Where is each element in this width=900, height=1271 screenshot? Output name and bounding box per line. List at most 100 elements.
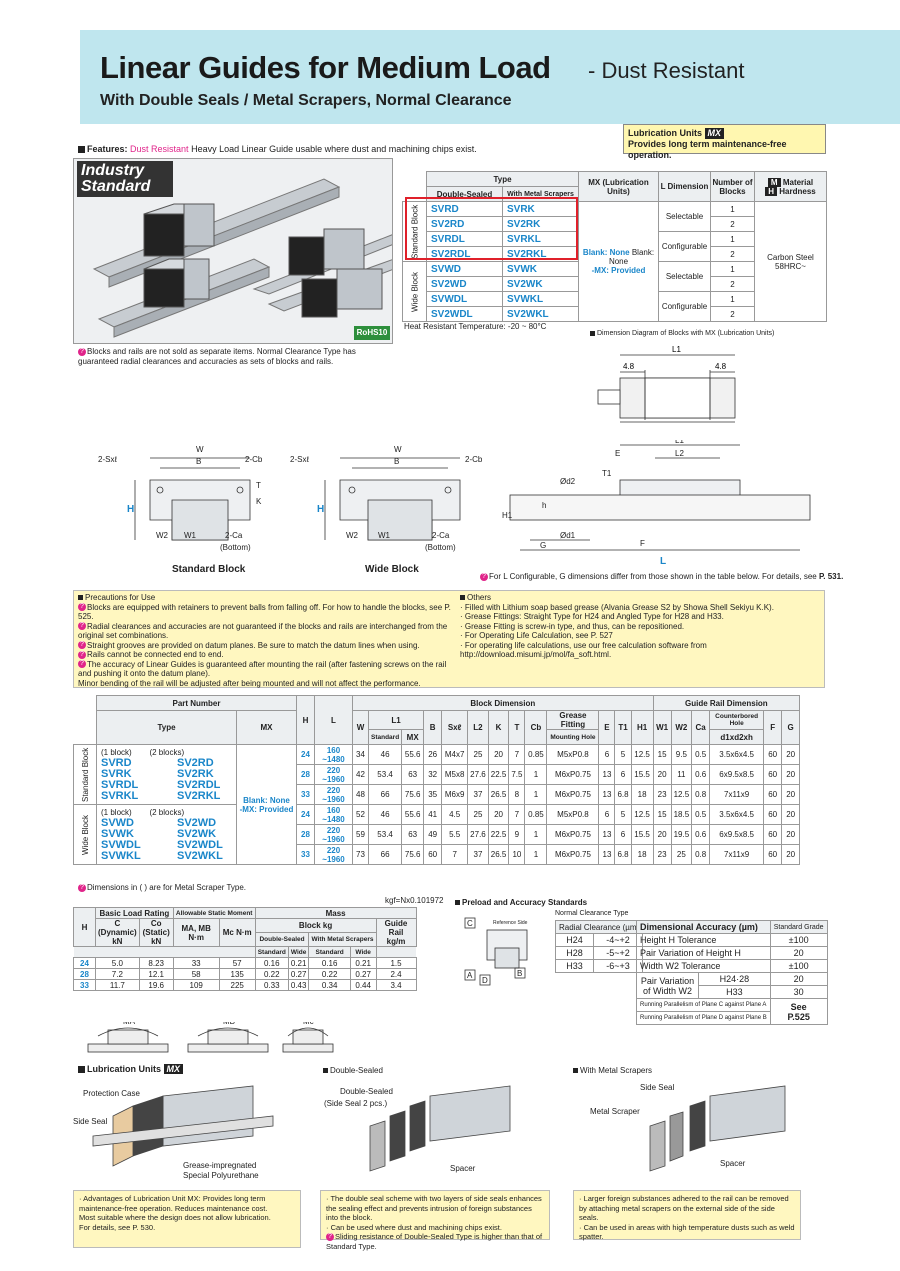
svg-text:L: L bbox=[660, 556, 666, 567]
note-sold-separately: ?Blocks and rails are not sold as separa… bbox=[78, 347, 356, 366]
lubrication-units-box: Lubrication Units MX Provides long term … bbox=[623, 124, 826, 160]
features-text: Heavy Load Linear Guide usable where dus… bbox=[191, 144, 477, 154]
badge-line1: Industry bbox=[81, 162, 145, 179]
highlight-box-standard bbox=[405, 197, 578, 260]
svg-text:B: B bbox=[394, 457, 399, 466]
svg-text:2-Sxℓ: 2-Sxℓ bbox=[290, 455, 309, 464]
metal-scrapers-title: With Metal Scrapers bbox=[573, 1066, 652, 1075]
svg-text:(Bottom): (Bottom) bbox=[425, 543, 456, 552]
svg-text:F: F bbox=[640, 539, 645, 548]
header-banner bbox=[80, 30, 900, 124]
svg-text:Ød1: Ød1 bbox=[560, 531, 576, 540]
svg-text:4.8: 4.8 bbox=[623, 362, 635, 371]
rohs-badge: RoHS10 bbox=[354, 326, 390, 340]
double-sealed-notes-box: · The double seal scheme with two layers… bbox=[320, 1190, 550, 1251]
svg-text:Double-Sealed: Double-Sealed bbox=[340, 1087, 393, 1096]
svg-text:L2: L2 bbox=[675, 449, 684, 458]
svg-text:H: H bbox=[127, 504, 134, 515]
radial-clearance-table: Radial Clearance (µm) H24-4~+2 H28-5~+2 … bbox=[554, 920, 644, 973]
svg-text:Side Seal: Side Seal bbox=[73, 1117, 107, 1126]
features-label: Features: bbox=[87, 144, 128, 154]
page-title-suffix: - Dust Resistant bbox=[588, 58, 745, 83]
mx-badge: MX bbox=[704, 128, 725, 139]
svg-text:MA: MA bbox=[123, 1022, 136, 1026]
block-dimension-diagrams: H H L 2-Sxℓ W B 2-Cb T K W2 W1 2-Ca (Bot… bbox=[98, 440, 811, 575]
heat-temperature: Heat Resistant Temperature: -20 ~ 80°C bbox=[404, 322, 547, 331]
bullet-square-icon bbox=[78, 146, 85, 154]
svg-text:W1: W1 bbox=[184, 531, 197, 540]
svg-text:E: E bbox=[615, 449, 620, 458]
features-highlight: Dust Resistant bbox=[130, 144, 189, 154]
svg-text:MB: MB bbox=[223, 1022, 235, 1026]
page-subtitle: With Double Seals / Metal Scrapers, Norm… bbox=[100, 92, 512, 109]
svg-text:Mc: Mc bbox=[303, 1022, 314, 1026]
svg-text:Standard Block: Standard Block bbox=[172, 564, 246, 575]
preload-diagram: C A D B Reference Side bbox=[464, 917, 528, 986]
svg-text:Spacer: Spacer bbox=[720, 1159, 746, 1168]
dimension-note: ?Dimensions in ( ) are for Metal Scraper… bbox=[78, 883, 246, 892]
moment-diagrams: MA MB Mc bbox=[87, 1022, 334, 1053]
svg-text:T1: T1 bbox=[602, 469, 612, 478]
svg-text:B: B bbox=[517, 969, 522, 978]
mx-dimension-diagram: L1 4.8 4.8 bbox=[597, 345, 736, 423]
svg-text:T: T bbox=[256, 481, 261, 490]
page-title: Linear Guides for Medium Load bbox=[100, 50, 551, 85]
svg-text:K: K bbox=[256, 497, 262, 506]
svg-text:Spacer: Spacer bbox=[450, 1164, 476, 1173]
svg-text:(Side Seal 2 pcs.): (Side Seal 2 pcs.) bbox=[324, 1099, 387, 1108]
svg-text:W1: W1 bbox=[378, 531, 391, 540]
svg-text:W2: W2 bbox=[346, 531, 359, 540]
lub-unit-illustration: Protection Case Side Seal Grease-impregn… bbox=[73, 1085, 274, 1180]
svg-text:C: C bbox=[467, 919, 473, 928]
svg-text:h: h bbox=[542, 501, 546, 510]
svg-text:D: D bbox=[482, 976, 488, 985]
svg-text:A: A bbox=[467, 971, 473, 980]
lub-units-section-title: Lubrication Units MX bbox=[78, 1064, 184, 1074]
svg-text:(Bottom): (Bottom) bbox=[220, 543, 251, 552]
question-icon: ? bbox=[78, 347, 86, 356]
bullet-square-icon bbox=[590, 330, 595, 336]
svg-text:G: G bbox=[540, 541, 546, 550]
linear-guide-illustration bbox=[92, 178, 392, 338]
svg-text:Ød2: Ød2 bbox=[560, 477, 576, 486]
svg-text:L1: L1 bbox=[672, 345, 681, 354]
double-sealed-title: Double-Sealed bbox=[323, 1066, 383, 1075]
svg-text:Wide Block: Wide Block bbox=[365, 564, 419, 575]
lub-desc: Provides long term maintenance-free oper… bbox=[628, 139, 787, 160]
kgf-note: kgf=Nx0.101972 bbox=[385, 896, 444, 905]
precautions-box bbox=[73, 590, 825, 688]
svg-text:Side Seal: Side Seal bbox=[640, 1083, 674, 1092]
preload-title: Preload and Accuracy Standards bbox=[455, 898, 587, 907]
svg-text:L1: L1 bbox=[675, 440, 684, 445]
svg-text:Metal Scraper: Metal Scraper bbox=[590, 1107, 640, 1116]
lub-title: Lubrication Units bbox=[628, 128, 702, 138]
svg-text:2-Sxℓ: 2-Sxℓ bbox=[98, 455, 117, 464]
svg-text:Special Polyurethane: Special Polyurethane bbox=[183, 1171, 259, 1180]
features-line: Features: Dust Resistant Heavy Load Line… bbox=[78, 144, 477, 154]
others-list: Others · Filled with Lithium soap based … bbox=[460, 593, 774, 659]
precautions-list: Precautions for Use ?Blocks are equipped… bbox=[78, 593, 451, 688]
diag-mx-title: Dimension Diagram of Blocks with MX (Lub… bbox=[590, 330, 774, 337]
badge-line2: Standard bbox=[81, 178, 151, 195]
svg-text:2-Cb: 2-Cb bbox=[465, 455, 483, 464]
svg-text:Grease-impregnated: Grease-impregnated bbox=[183, 1161, 256, 1170]
svg-text:W: W bbox=[196, 445, 204, 454]
question-icon: ? bbox=[480, 572, 488, 581]
normal-clearance-label: Normal Clearance Type bbox=[555, 910, 629, 917]
industry-standard-badge: Industry Standard bbox=[77, 161, 173, 197]
svg-text:2-Ca: 2-Ca bbox=[432, 531, 450, 540]
accuracy-table: Dimensional Accuracy (µm)Standard Grade … bbox=[636, 920, 828, 1025]
part-number-table: Part Number H L Block Dimension Guide Ra… bbox=[73, 695, 801, 865]
svg-text:H: H bbox=[317, 504, 324, 515]
lub-advantages-box: · Advantages of Lubrication Unit MX: Pro… bbox=[73, 1190, 301, 1248]
metal-scraper-notes-box: · Larger foreign substances adhered to t… bbox=[573, 1190, 801, 1241]
svg-text:Reference Side: Reference Side bbox=[493, 920, 528, 926]
svg-text:B: B bbox=[196, 457, 201, 466]
svg-text:2-Ca: 2-Ca bbox=[225, 531, 243, 540]
load-rating-table: H Basic Load Rating Allowable Static Mom… bbox=[73, 907, 417, 991]
svg-text:Protection Case: Protection Case bbox=[83, 1089, 140, 1098]
svg-text:4.8: 4.8 bbox=[715, 362, 727, 371]
note-configurable: ?For L Configurable, G dimensions differ… bbox=[480, 572, 843, 581]
svg-text:W2: W2 bbox=[156, 531, 169, 540]
metal-scraper-illustration: Side Seal Metal Scraper Spacer bbox=[590, 1083, 786, 1172]
